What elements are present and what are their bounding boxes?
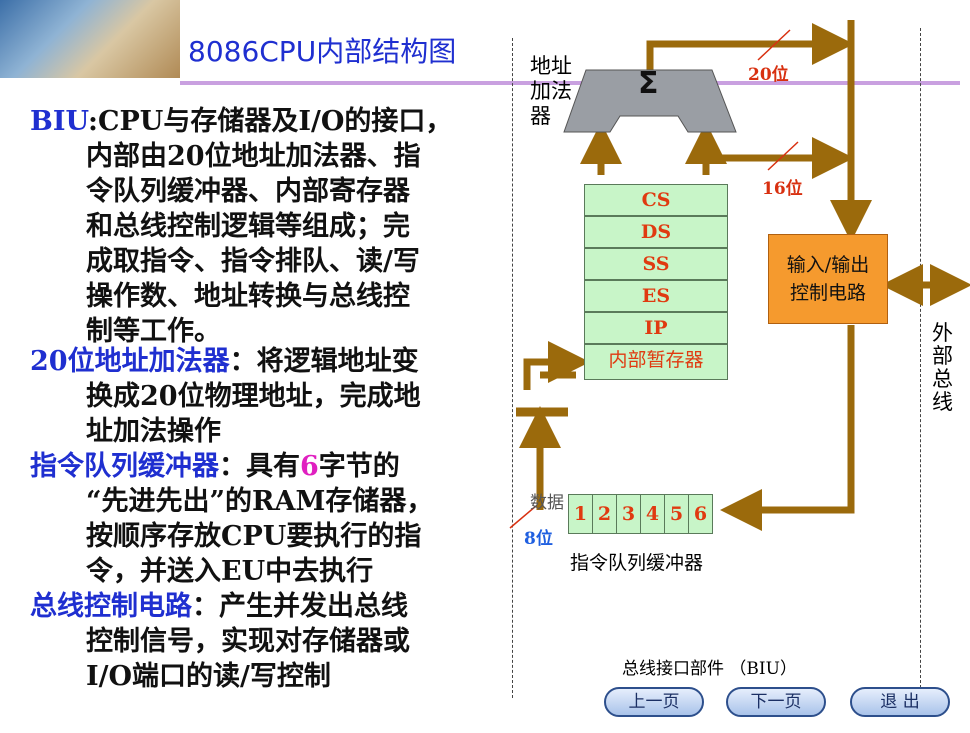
- queue-line: 按顺序存放CPU要执行的指: [86, 521, 422, 552]
- title-divider: [180, 81, 960, 85]
- queue-paragraph: 指令队列缓冲器：具有6字节的 “先进先出”的RAM存储器， 按顺序存放CPU要执…: [30, 449, 433, 589]
- biu-line: 内部由20位地址加法器、指: [86, 141, 421, 172]
- bus-20bit-label: 20位: [748, 65, 789, 85]
- header-image: [0, 0, 180, 78]
- adder-line-1: ：将逻辑地址变: [229, 346, 419, 377]
- sigma-symbol: Σ: [638, 66, 659, 101]
- exit-button[interactable]: 退 出: [850, 687, 950, 717]
- queue-line-1b: 字节的: [318, 451, 400, 482]
- biu-line-1: :CPU与存储器及I/O的接口，: [88, 106, 453, 137]
- register-ip: IP: [584, 312, 728, 344]
- bus-control-keyword: 总线控制电路: [30, 591, 192, 622]
- biu-line: 成取指令、指令排队、读/写: [86, 246, 420, 277]
- external-bus-label: 外 部 总 线: [932, 321, 953, 414]
- bus-control-line: I/O端口的读/写控制: [86, 661, 331, 692]
- bus-control-line: 控制信号，实现对存储器或: [86, 626, 410, 657]
- biu-right-boundary: [920, 28, 921, 698]
- register-cs: CS: [584, 184, 728, 216]
- bus-control-line-1: ：产生并发出总线: [192, 591, 408, 622]
- biu-left-boundary: [512, 38, 513, 698]
- bus-control-paragraph: 总线控制电路：产生并发出总线 控制信号，实现对存储器或 I/O端口的读/写控制: [30, 589, 410, 694]
- queue-line-1a: ：具有: [219, 451, 300, 482]
- register-temp: 内部暂存器: [584, 344, 728, 380]
- bus20-tick: [757, 29, 791, 61]
- queue-line: 令，并送入EU中去执行: [86, 556, 374, 587]
- page-title: 8086CPU内部结构图: [188, 35, 457, 68]
- queue-byte-count: 6: [300, 451, 319, 482]
- biu-line: 令队列缓冲器、内部寄存器: [86, 176, 410, 207]
- adder-line: 换成20位物理地址，完成地: [86, 381, 421, 412]
- register-ds: DS: [584, 216, 728, 248]
- bus16-tick: [767, 141, 799, 171]
- adder-keyword: 20位地址加法器: [30, 346, 230, 377]
- adder-line: 址加法操作: [86, 416, 221, 447]
- queue-cell: 2: [592, 494, 617, 534]
- queue-line: “先进先出”的RAM存储器，: [86, 486, 434, 517]
- adder-label: 地址 加法 器: [530, 54, 572, 128]
- queue-cell: 1: [568, 494, 593, 534]
- bus-8bit-label: 8位: [524, 529, 553, 549]
- queue-label: 指令队列缓冲器: [570, 552, 704, 574]
- queue-cell: 4: [640, 494, 665, 534]
- address-adder-shape: [563, 69, 737, 133]
- register-es: ES: [584, 280, 728, 312]
- biu-paragraph: BIU:CPU与存储器及I/O的接口， 内部由20位地址加法器、指 令队列缓冲器…: [30, 104, 452, 349]
- biu-caption: 总线接口部件 （BIU）: [622, 659, 797, 679]
- queue-cell: 5: [664, 494, 689, 534]
- biu-line: 操作数、地址转换与总线控: [86, 281, 410, 312]
- biu-line: 制等工作。: [86, 316, 221, 347]
- bus-internal-temp: [523, 341, 590, 390]
- bus8-tick: [509, 505, 537, 529]
- data-label: 数据: [530, 493, 564, 513]
- bus-16bit-label: 16位: [762, 179, 803, 199]
- queue-keyword: 指令队列缓冲器: [30, 451, 219, 482]
- bus-20bit: [646, 23, 854, 70]
- biu-keyword: BIU: [30, 106, 89, 137]
- next-page-button[interactable]: 下一页: [726, 687, 826, 717]
- biu-line: 和总线控制逻辑等组成；完: [86, 211, 410, 242]
- io-control-box: 输入/输出 控制电路: [768, 234, 888, 324]
- register-ss: SS: [584, 248, 728, 280]
- queue-cell: 3: [616, 494, 641, 534]
- bus-io-down: [720, 325, 855, 531]
- queue-cell: 6: [688, 494, 713, 534]
- adder-paragraph: 20位地址加法器：将逻辑地址变 换成20位物理地址，完成地 址加法操作: [30, 344, 421, 449]
- prev-page-button[interactable]: 上一页: [604, 687, 704, 717]
